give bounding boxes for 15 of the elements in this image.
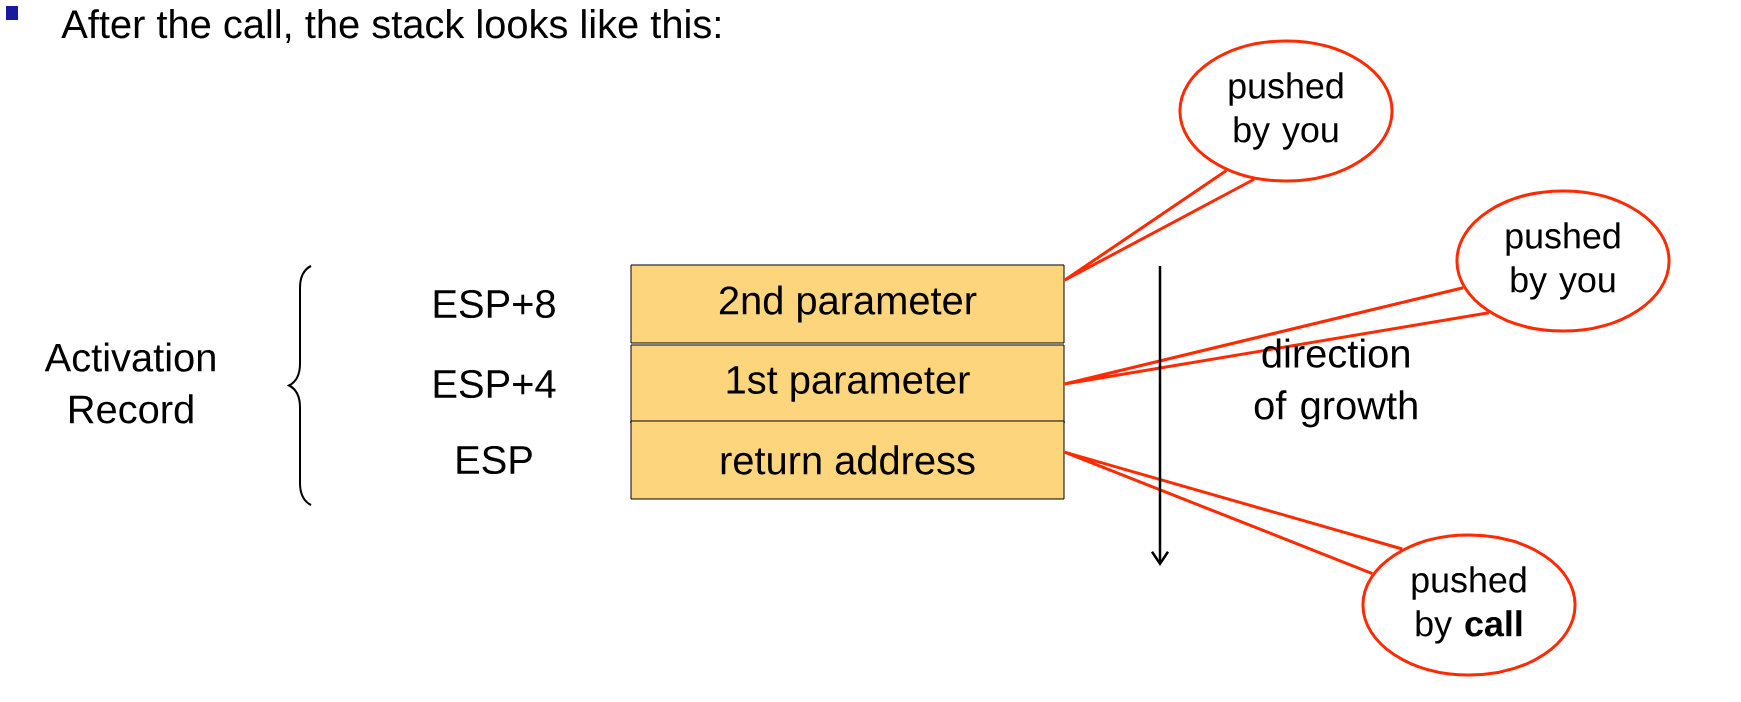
stack-cell: return address <box>630 420 1065 500</box>
stack-cell: 1st parameter <box>630 344 1065 424</box>
register-label: ESP+4 <box>434 369 556 399</box>
callout-bubble: pushed by call <box>1361 533 1577 677</box>
callout-tail <box>1063 169 1256 282</box>
stack-cell: 2nd parameter <box>630 264 1065 344</box>
callout-tail <box>1063 450 1404 576</box>
callout-tail <box>1063 286 1491 386</box>
register-label: ESP+8 <box>434 289 555 319</box>
title: After the call, the stack looks like this: <box>61 9 720 44</box>
callout-bubble: pushed by you <box>1178 39 1394 183</box>
callout-bubble: pushed by you <box>1455 189 1671 333</box>
annotation-label: direction of growth <box>1254 338 1417 428</box>
register-label: ESP <box>457 445 532 475</box>
annotation-label: Activation Record <box>44 342 215 424</box>
